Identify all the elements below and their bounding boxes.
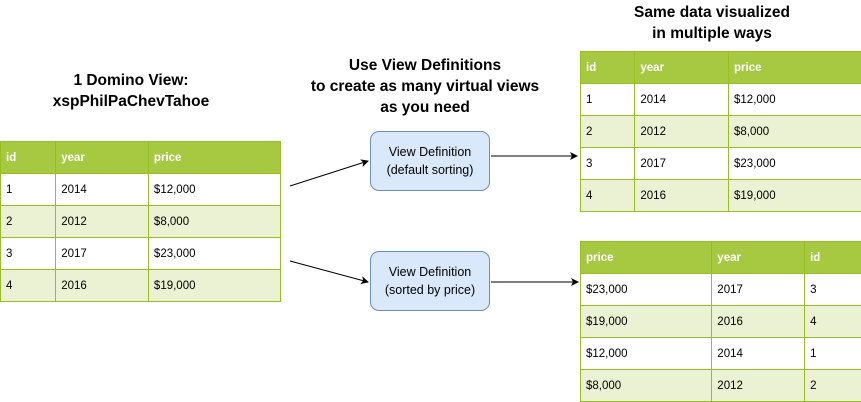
results-heading: Same data visualized in multiple ways xyxy=(600,2,824,44)
table-cell: 2016 xyxy=(55,269,149,302)
heading-line: Same data visualized xyxy=(634,4,790,21)
view-definition-default-box: View Definition (default sorting) xyxy=(370,131,490,191)
column-header[interactable]: id xyxy=(0,141,57,174)
table-cell: 2012 xyxy=(55,205,149,238)
heading-line: Use View Definitions xyxy=(348,57,502,74)
column-header[interactable]: year xyxy=(711,241,806,274)
heading-line: xspPhilPaChevTahoe xyxy=(52,93,210,110)
table-cell: $23,000 xyxy=(579,273,713,306)
column-header[interactable]: year xyxy=(634,51,730,84)
table-cell: $19,000 xyxy=(579,305,713,338)
table-cell: 3 xyxy=(0,237,57,270)
table-cell: 2 xyxy=(0,205,57,238)
table-cell: $8,000 xyxy=(728,115,861,148)
box-subtitle: (sorted by price) xyxy=(384,283,476,297)
table-cell: $23,000 xyxy=(147,237,282,270)
heading-line: in multiple ways xyxy=(652,25,772,42)
column-header[interactable]: price xyxy=(579,241,713,274)
view-definitions-heading: Use View Definitions to create as many v… xyxy=(280,55,570,118)
table-cell: $19,000 xyxy=(728,179,861,212)
table-cell: $23,000 xyxy=(728,147,861,180)
box-subtitle: (default sorting) xyxy=(386,163,474,177)
table-cell: 1 xyxy=(0,173,57,206)
heading-line: as you need xyxy=(380,99,470,116)
table-cell: 2012 xyxy=(711,369,806,402)
table-cell: 3 xyxy=(804,273,861,306)
table-cell: 2014 xyxy=(55,173,149,206)
table-cell: $12,000 xyxy=(728,83,861,116)
table-cell: 2 xyxy=(804,369,861,402)
table-cell: 2017 xyxy=(634,147,730,180)
arrow-to-default-def xyxy=(289,159,369,187)
table-cell: $12,000 xyxy=(147,173,282,206)
box-title: View Definition xyxy=(388,265,472,279)
box-title: View Definition xyxy=(388,145,472,159)
table-cell: 2016 xyxy=(634,179,730,212)
table-cell: 2017 xyxy=(711,273,806,306)
arrow-to-price-def xyxy=(289,260,369,285)
column-header[interactable]: id xyxy=(579,51,636,84)
heading-line: 1 Domino View: xyxy=(73,72,189,89)
table-cell: 2014 xyxy=(711,337,806,370)
heading-line: to create as many virtual views xyxy=(310,78,540,95)
source-view-heading: 1 Domino View: xspPhilPaChevTahoe xyxy=(0,70,262,112)
table-cell: $12,000 xyxy=(579,337,713,370)
table-cell: $8,000 xyxy=(579,369,713,402)
view-definition-price-box: View Definition (sorted by price) xyxy=(370,251,490,311)
table-cell: 4 xyxy=(0,269,57,302)
table-cell: 4 xyxy=(579,179,636,212)
column-header[interactable]: price xyxy=(147,141,282,174)
table-cell: 2017 xyxy=(55,237,149,270)
table-cell: $19,000 xyxy=(147,269,282,302)
